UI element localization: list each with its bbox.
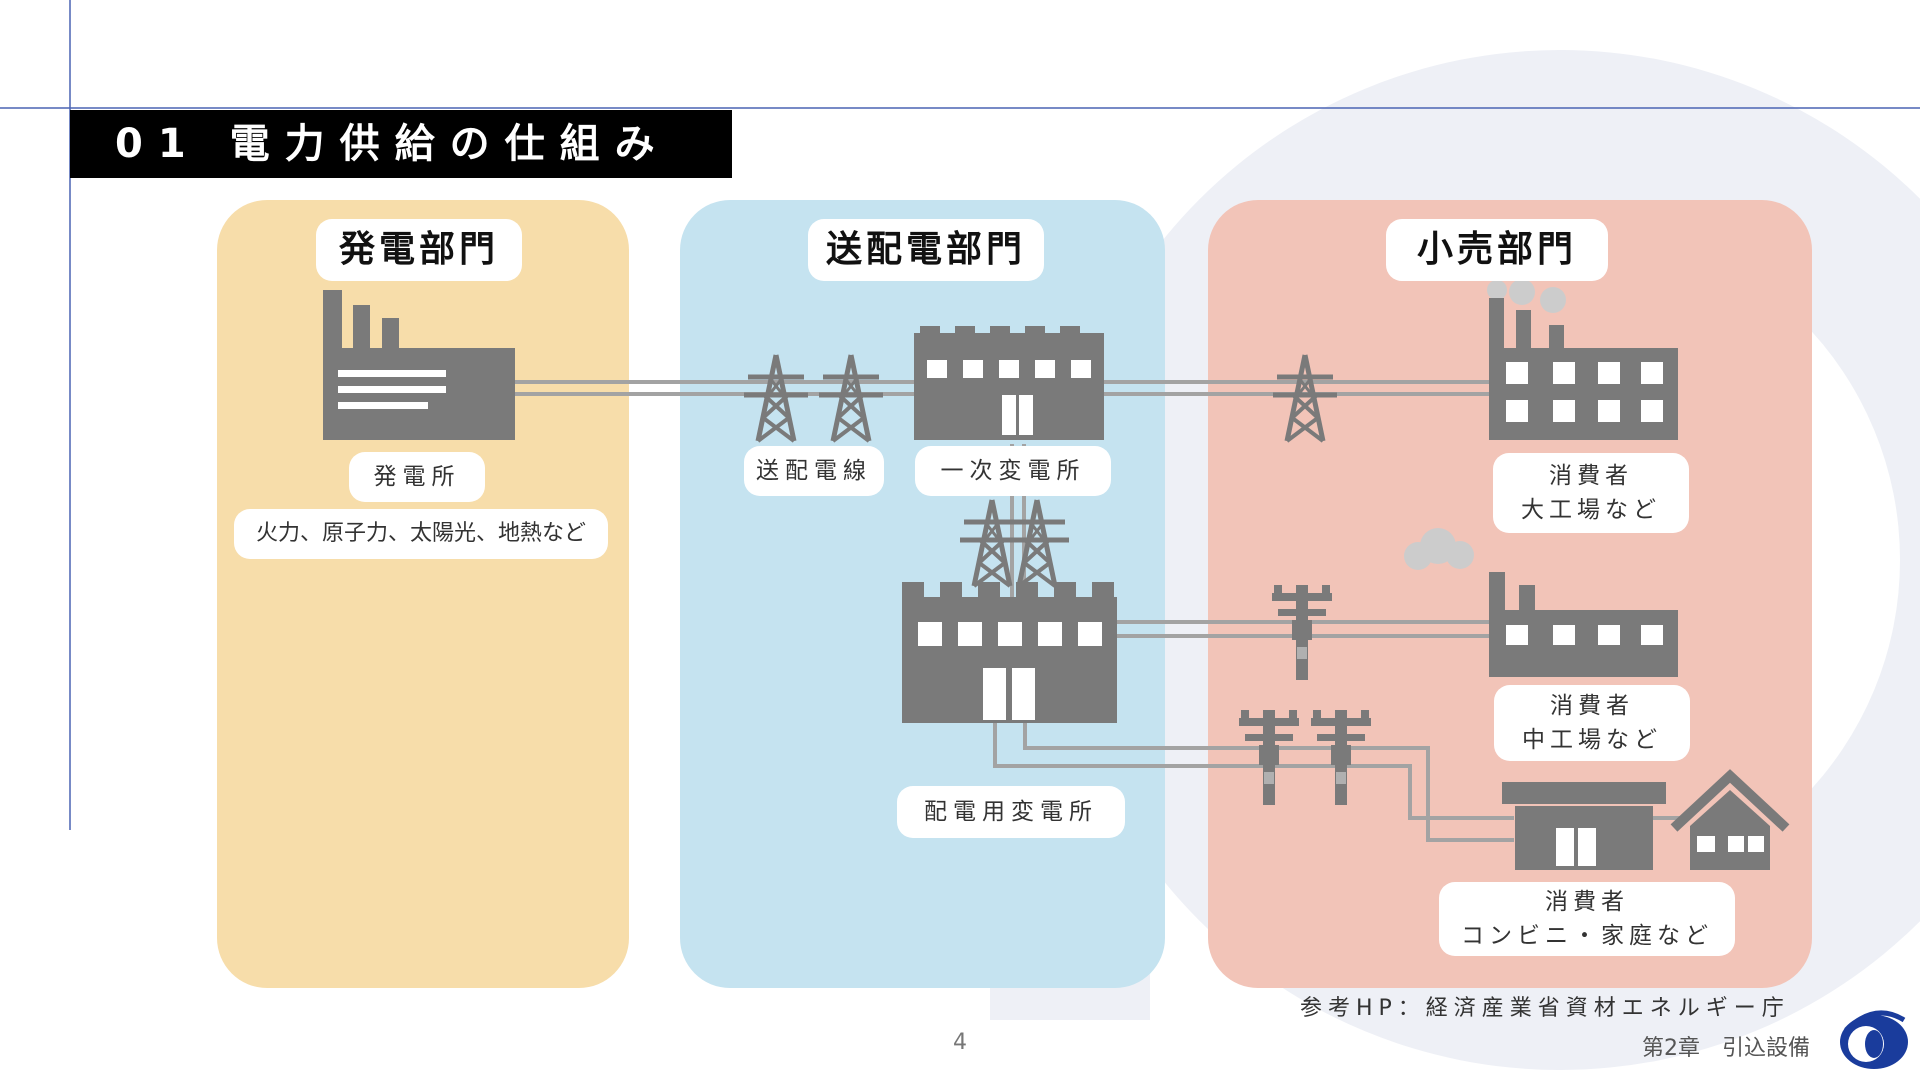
- transmission-tower-icon: [1273, 355, 1337, 441]
- house-icon: [1670, 769, 1790, 870]
- page-title: 01 電力供給の仕組み: [70, 110, 732, 178]
- substation-icon: [914, 333, 1104, 440]
- utility-pole-icon: [1239, 710, 1299, 805]
- consumer-large-line1: 消費者: [1549, 463, 1633, 489]
- transmission-line-label: 送配電線: [744, 446, 884, 496]
- power-plant-types: 火力、原子力、太陽光、地熱など: [234, 509, 608, 559]
- utility-pole-icon: [1311, 710, 1371, 805]
- distribution-substation-label: 配電用変電所: [897, 786, 1125, 838]
- retail-heading: 小売部門: [1386, 219, 1608, 281]
- generation-panel: [217, 200, 629, 988]
- consumer-large-line2: 大工場など: [1521, 497, 1661, 523]
- transmission-heading: 送配電部門: [808, 219, 1044, 281]
- consumer-medium-line1: 消費者: [1550, 693, 1634, 719]
- factory-icon: [1487, 279, 1678, 440]
- primary-substation-label: 一次変電所: [915, 446, 1111, 496]
- consumer-small-label: 消費者 コンビニ・家庭など: [1439, 882, 1735, 956]
- substation-icon: [902, 582, 1117, 723]
- transmission-tower-icon: [744, 355, 808, 441]
- consumer-small-line1: 消費者: [1545, 889, 1629, 915]
- transmission-tower-icon: [960, 500, 1024, 586]
- consumer-medium-label: 消費者 中工場など: [1494, 685, 1690, 761]
- factory-icon: [1404, 528, 1678, 677]
- page-number: 4: [953, 1030, 967, 1055]
- chapter-label: 第2章 引込設備: [1642, 1036, 1810, 1061]
- transmission-tower-icon: [819, 355, 883, 441]
- consumer-large-label: 消費者 大工場など: [1493, 453, 1689, 533]
- power-plant-icon: [323, 290, 515, 440]
- transmission-tower-icon: [1005, 500, 1069, 586]
- utility-pole-icon: [1272, 585, 1332, 680]
- reference-note: 参考HP：経済産業省資材エネルギー庁: [1300, 996, 1790, 1021]
- consumer-small-line2: コンビニ・家庭など: [1461, 923, 1713, 949]
- consumer-medium-line2: 中工場など: [1522, 727, 1662, 753]
- generation-heading: 発電部門: [316, 219, 522, 281]
- shop-icon: [1502, 782, 1666, 870]
- company-logo: [1840, 1010, 1908, 1069]
- power-plant-label: 発電所: [349, 452, 485, 502]
